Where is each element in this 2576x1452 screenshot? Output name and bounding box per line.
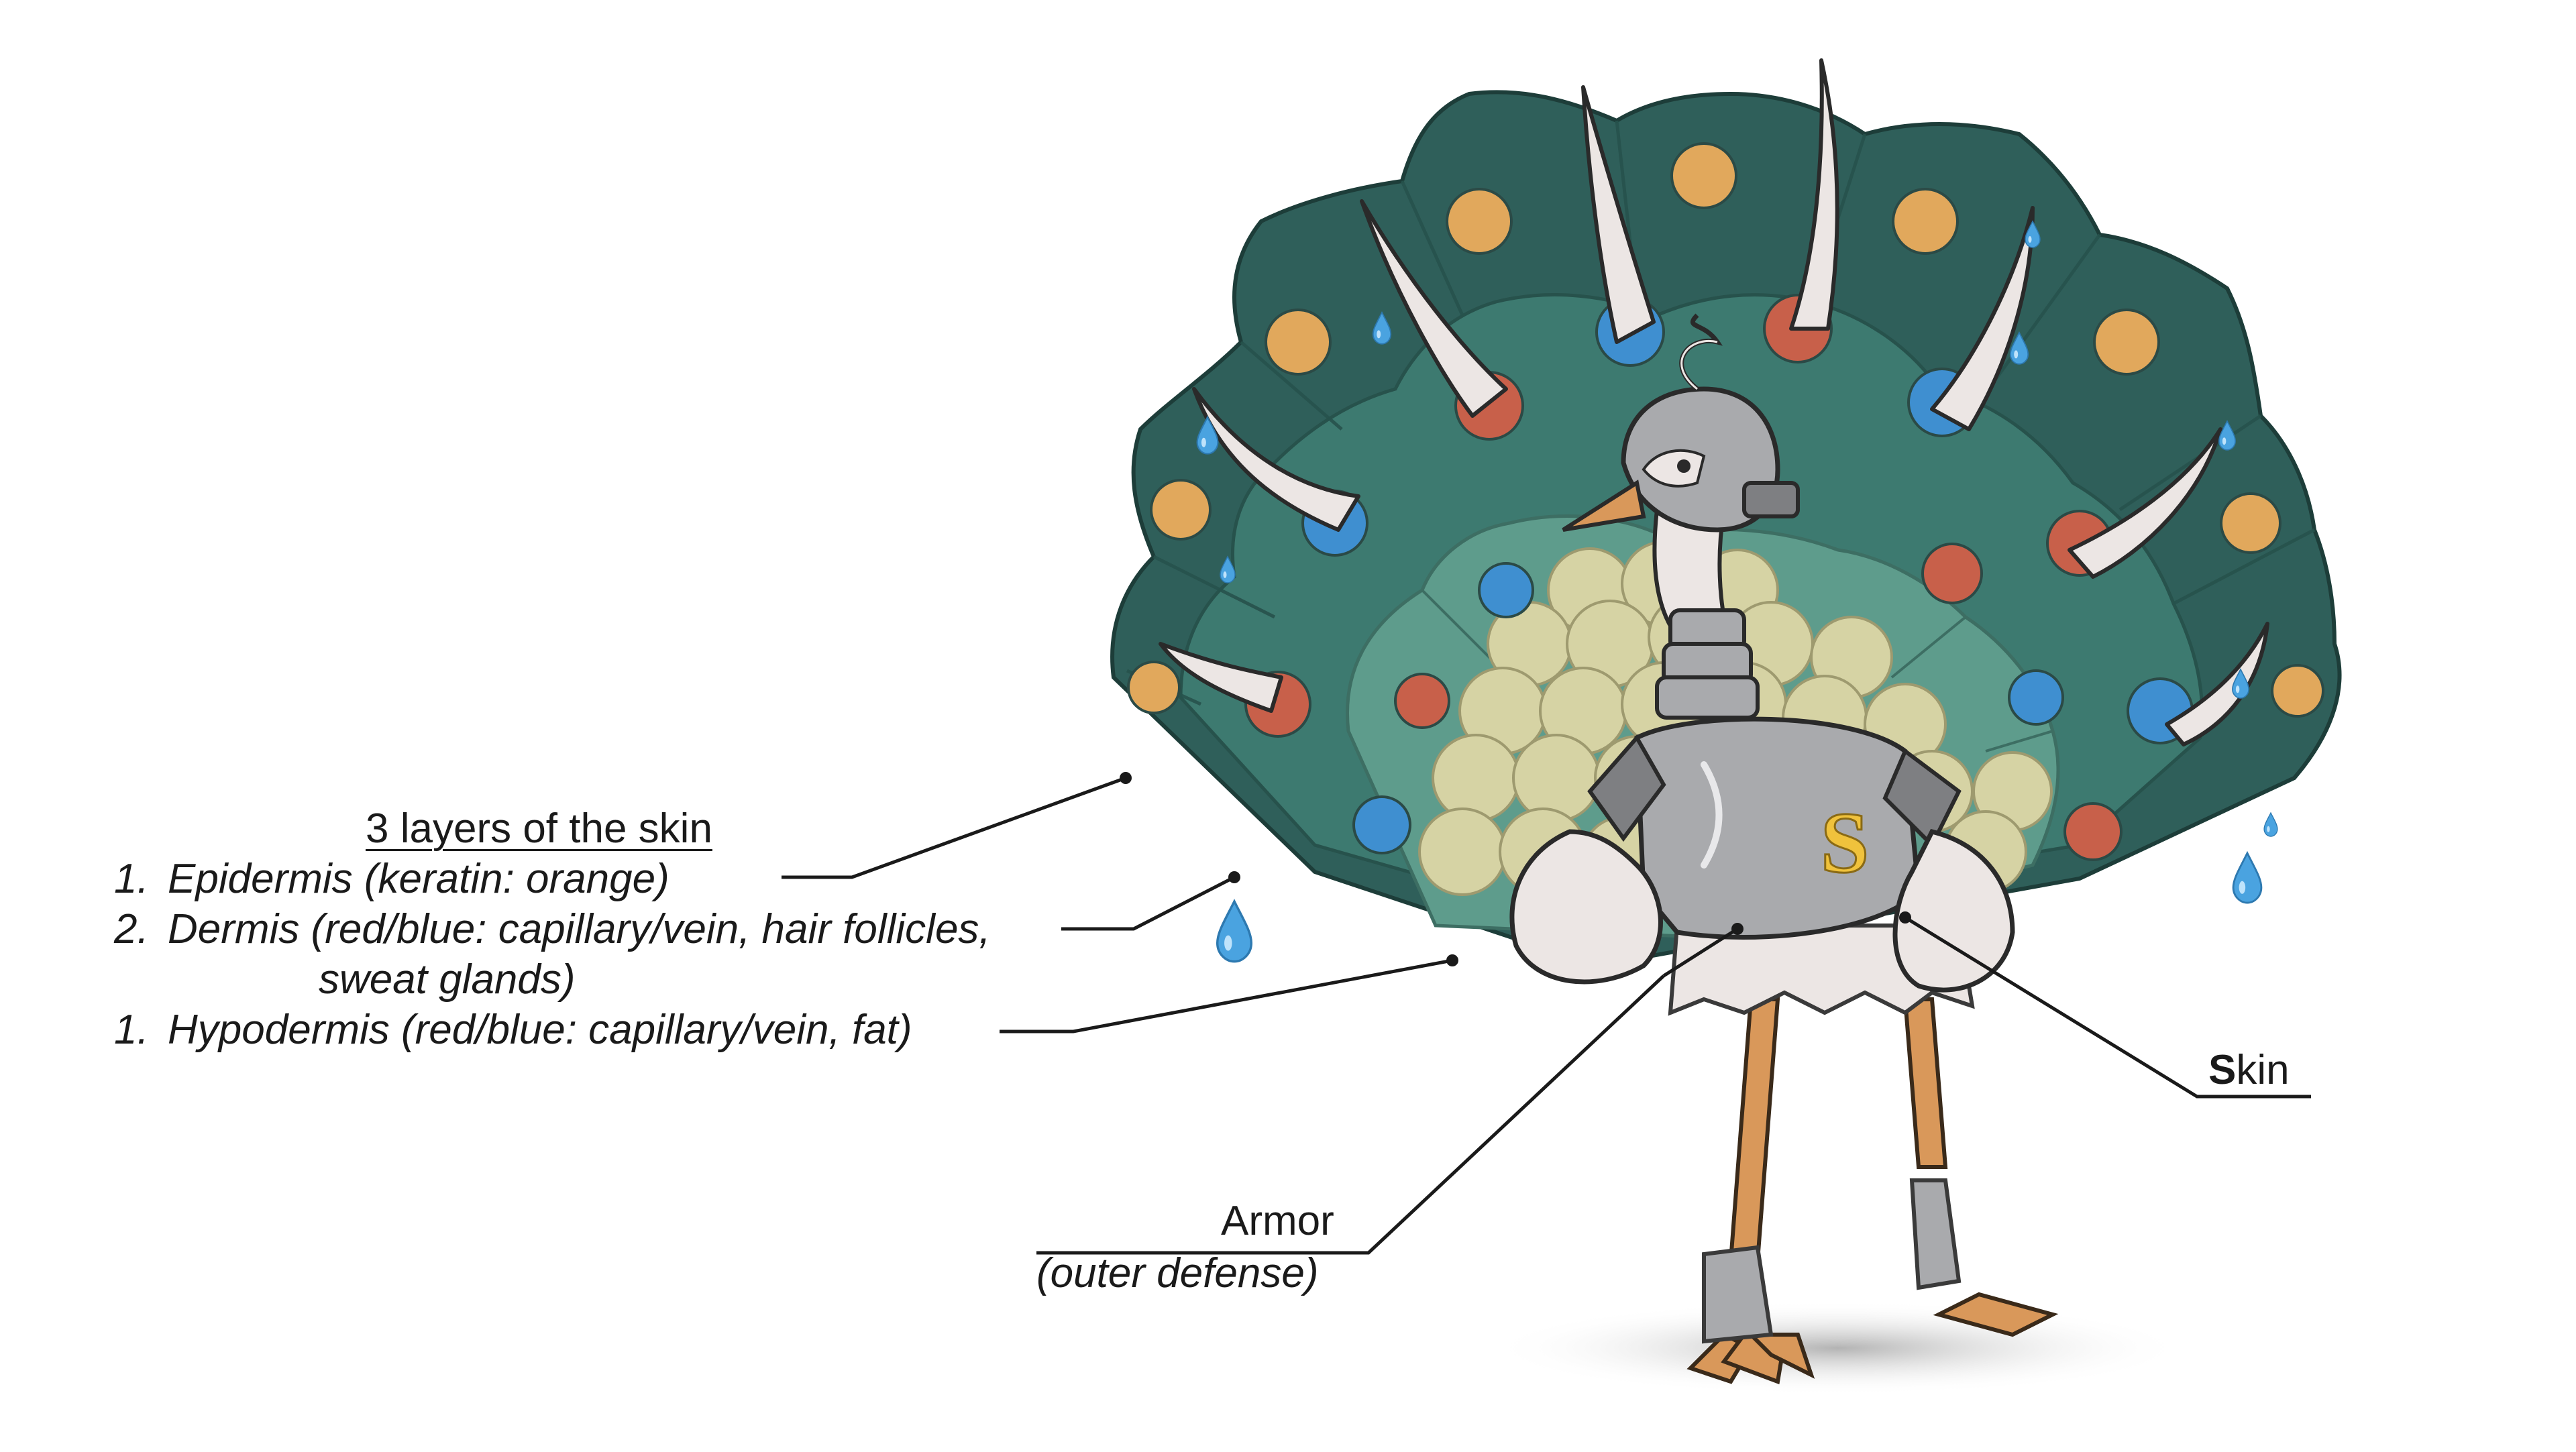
legend-item-number: 2. (114, 906, 149, 952)
hair-follicle-spikes (1159, 58, 2269, 746)
legend-item-epidermis: 1. Epidermis (keratin: orange) (114, 858, 669, 900)
skin-label-initial: S (2208, 1047, 2237, 1093)
legend-item-dermis: 2. Dermis (red/blue: capillary/vein, hair… (114, 909, 991, 950)
armor-sublabel: (outer defense) (1036, 1250, 1319, 1296)
leader-dot-dermis (1228, 871, 1240, 883)
legend-item-text: Epidermis (keratin: orange) (168, 856, 669, 902)
beak (1562, 480, 1646, 532)
ground-shadow (1489, 1301, 2187, 1395)
leader-hypodermis (1000, 958, 1453, 1034)
leader-lines (782, 772, 2311, 1255)
armor-emblem: S (1821, 795, 1869, 891)
leader-armor (1036, 974, 1665, 1255)
leader-epidermis (782, 776, 1126, 879)
leader-dot-skin (1899, 911, 1911, 924)
skin-label: Skin (2208, 1050, 2290, 1091)
armor-label: Armor (1221, 1198, 1334, 1244)
legend-item-number: 1. (114, 1007, 149, 1053)
leader-dot-hypodermis (1446, 954, 1458, 966)
leader-armor-tail (1662, 927, 1739, 978)
legend-item-text: Hypodermis (red/blue: capillary/vein, fa… (168, 1007, 912, 1053)
legend-item-number: 1. (114, 856, 149, 902)
leader-skin (1904, 915, 2311, 1099)
skin-label-rest: kin (2236, 1047, 2290, 1093)
legend-item-text: Dermis (red/blue: capillary/vein, hair f… (168, 906, 991, 952)
leg-armor (1702, 1178, 1962, 1344)
leader-dot-epidermis (1120, 772, 1132, 784)
legend-item-dermis-cont: sweat glands) (319, 956, 576, 1003)
bird-wings (1509, 828, 2015, 993)
keratin-dots (1127, 142, 2324, 718)
leader-dermis (1061, 875, 1236, 931)
armored-bird: S (1509, 313, 2059, 1385)
legend-title: 3 layers of the skin (366, 805, 712, 852)
breastplate (1634, 716, 1921, 940)
legend-item-hypodermis: 1. Hypodermis (red/blue: capillary/vein, … (114, 1009, 912, 1051)
